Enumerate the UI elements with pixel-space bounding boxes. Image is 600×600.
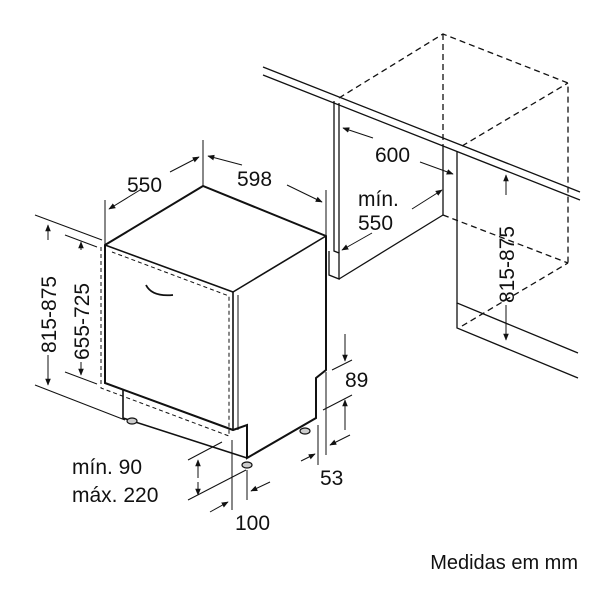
niche-depth-label: 550 xyxy=(358,212,393,235)
width-label: 598 xyxy=(237,168,272,191)
height-label: 815-875 xyxy=(38,276,61,353)
niche-height-label: 815-875 xyxy=(496,226,519,303)
foot-offset-label: 53 xyxy=(320,467,343,490)
units-caption: Medidas em mm xyxy=(430,552,578,574)
plinth-height-label: 89 xyxy=(345,369,368,392)
dimension-lines xyxy=(34,127,509,513)
niche-depth-min-label: mín. xyxy=(358,188,399,211)
door-height-label: 655-725 xyxy=(71,283,94,360)
door-handle xyxy=(145,284,174,297)
dishwasher-body xyxy=(100,184,327,469)
plinth-min-label: mín. 90 xyxy=(72,456,142,479)
foot-front-right xyxy=(241,461,253,469)
plinth-max-label: máx. 220 xyxy=(72,484,158,507)
foot-front-left xyxy=(126,417,138,425)
foot-rear-right xyxy=(299,427,311,435)
niche-cabinet xyxy=(262,33,581,379)
niche-width-label: 600 xyxy=(375,144,410,167)
depth-label: 550 xyxy=(127,174,162,197)
foot-depth-label: 100 xyxy=(235,512,270,535)
